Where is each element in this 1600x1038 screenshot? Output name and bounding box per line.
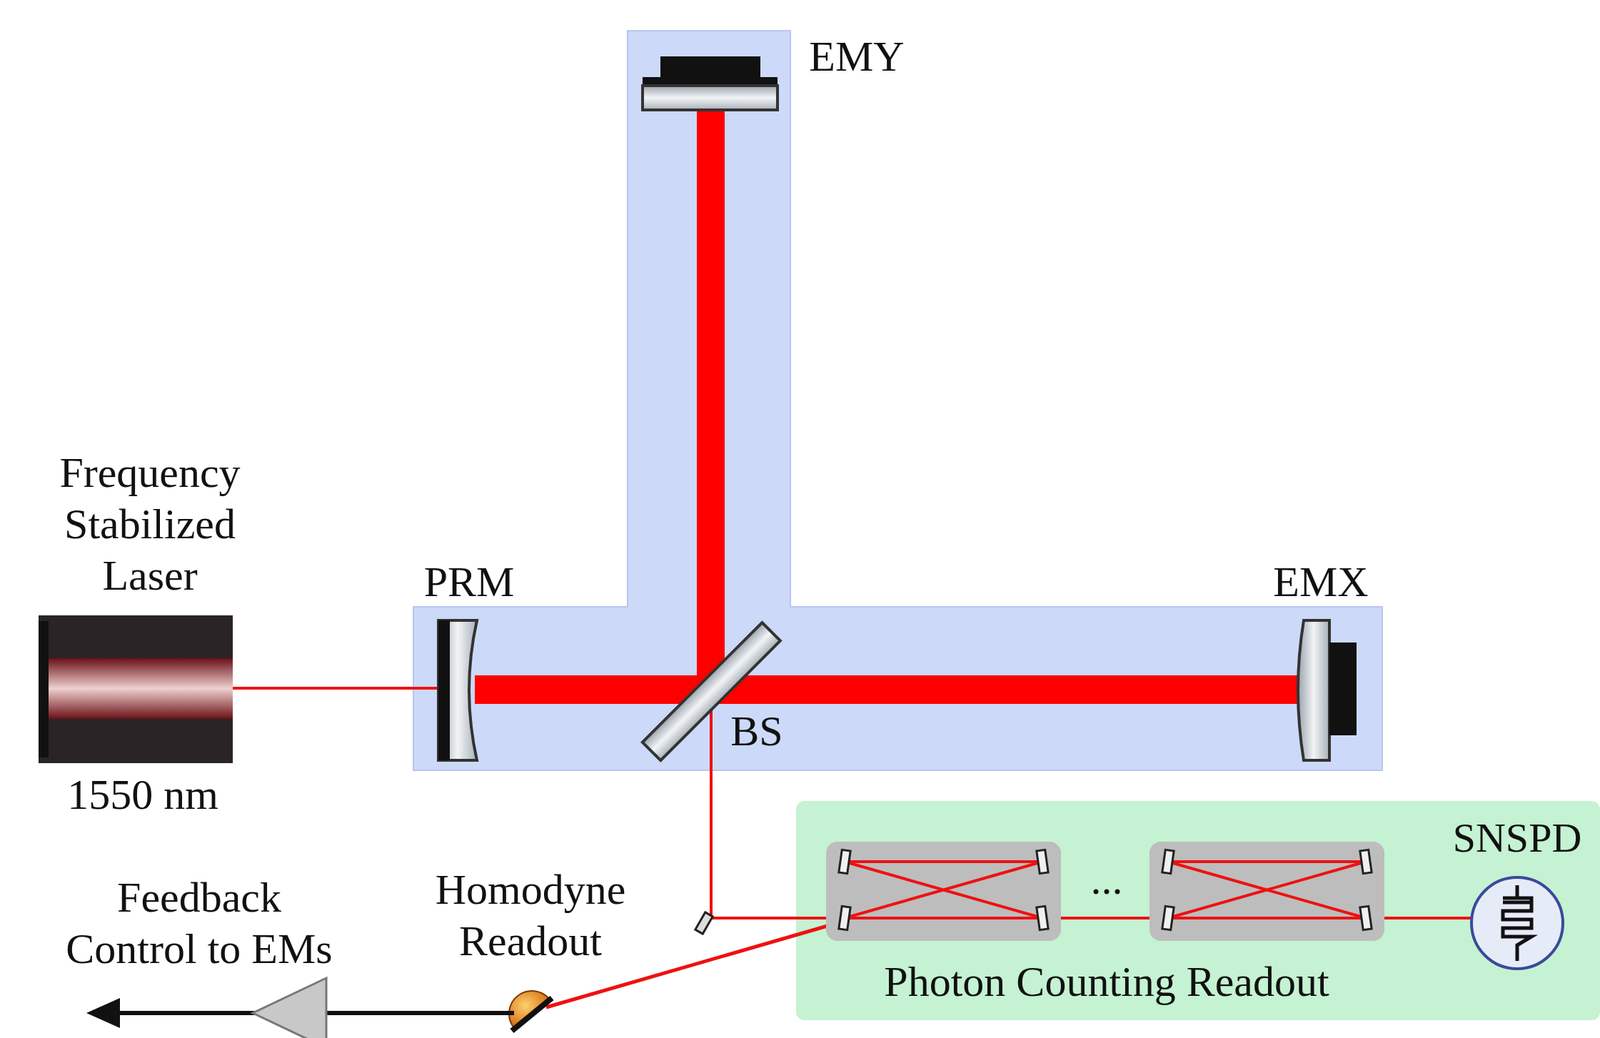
cavity-mirror	[1162, 906, 1174, 930]
bowtie-beam	[844, 861, 1043, 919]
amplifier-symbol	[252, 978, 327, 1038]
power-recycling-mirror	[438, 620, 477, 761]
pickoff-mirror	[695, 912, 713, 934]
end-mirror-y	[642, 85, 778, 110]
part-label: ...	[1090, 853, 1124, 906]
input-beam	[232, 686, 440, 690]
cavity-mirror	[1360, 849, 1372, 874]
mirror-mount	[660, 56, 761, 80]
node-label: Photon Counting Readout	[883, 956, 1329, 1008]
bowtie-beam	[1168, 861, 1366, 919]
laser-body	[38, 615, 233, 764]
mirror-mount	[1329, 642, 1357, 736]
cavity-mirror	[1036, 906, 1049, 930]
cavity-mirror	[1360, 906, 1372, 930]
x-arm-beam	[474, 675, 1303, 704]
laser-cavity	[48, 658, 233, 719]
y-arm-beam	[696, 107, 725, 690]
node-label: 1550 nm	[67, 768, 219, 821]
arrow-head	[86, 998, 120, 1029]
filter-cavity	[826, 841, 1385, 942]
part-label: EMY	[808, 30, 904, 83]
part-label: BS	[730, 705, 783, 757]
part-label: PRM	[424, 556, 515, 608]
snspd-circle: SNSPD	[1471, 877, 1563, 969]
cavity-mirror	[838, 849, 851, 874]
part-label: Homodyne Readout	[405, 863, 656, 967]
laser-source: Frequency Stabilized Laser1550 nm	[38, 615, 233, 764]
snspd-detector	[1471, 877, 1563, 969]
end-mirror-x	[1297, 620, 1330, 761]
cavity-mirror	[1162, 849, 1174, 874]
readout-band: Photon Counting Readout SNSPD	[796, 801, 1600, 1021]
readout-band	[796, 801, 1600, 1021]
part-label: EMX	[1273, 556, 1368, 608]
cavity-mirror	[1036, 849, 1049, 874]
node-label: SNSPD	[1452, 813, 1583, 864]
photodetector	[509, 990, 550, 1029]
nanowire-meander	[1502, 885, 1532, 961]
node-label: Frequency Stabilized Laser	[28, 446, 272, 602]
vacuum-region	[413, 30, 1383, 771]
cavity-mirror	[838, 906, 851, 930]
part-label: Feedback Control to EMs	[51, 871, 348, 975]
